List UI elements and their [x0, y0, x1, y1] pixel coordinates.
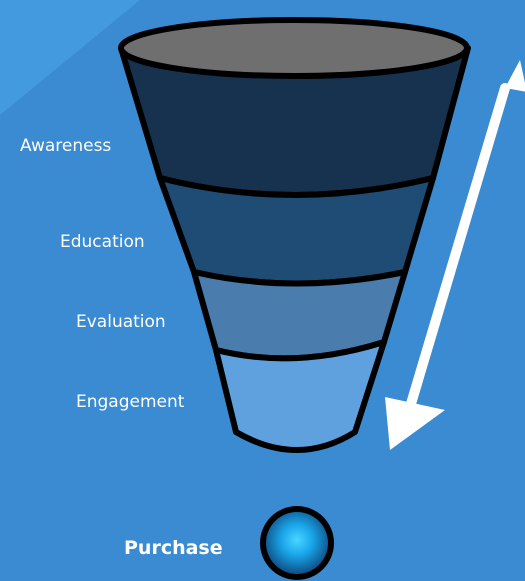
funnel-band-education	[157, 175, 436, 287]
funnel-top	[118, 17, 470, 79]
funnel-band-engagement	[213, 339, 387, 453]
background-corner-accent	[0, 0, 140, 115]
outcome-label-purchase: Purchase	[124, 537, 223, 559]
direction-arrow-icon	[385, 60, 525, 450]
stage-label-evaluation: Evaluation	[76, 312, 166, 332]
stage-label-engagement: Engagement	[76, 392, 185, 412]
stage-label-awareness: Awareness	[20, 136, 112, 156]
stage-label-education: Education	[60, 232, 145, 252]
